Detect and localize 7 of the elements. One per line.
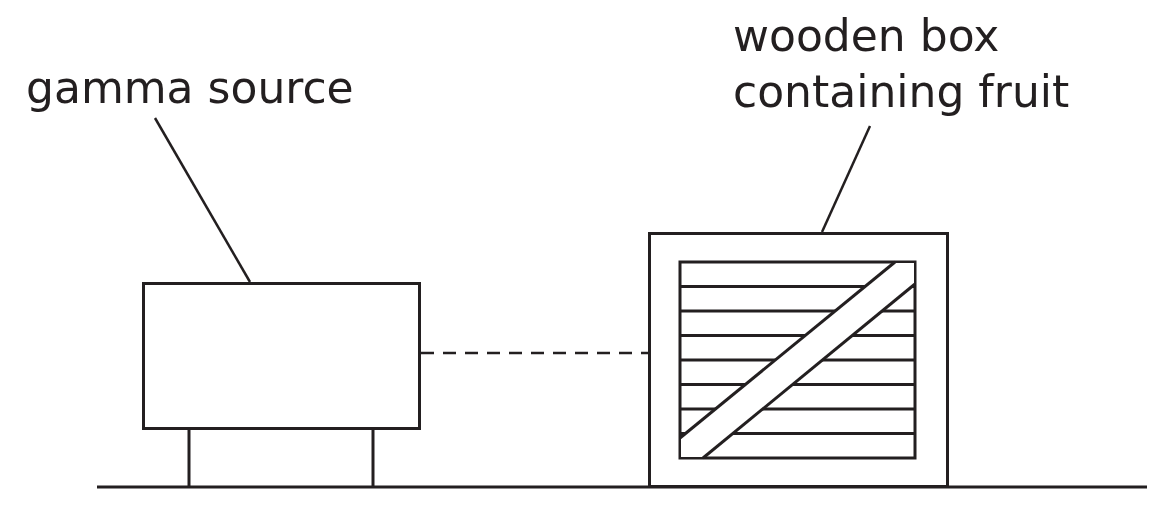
leader-line — [820, 125, 872, 233]
gamma-source-drawing — [142, 282, 421, 488]
leader-line — [153, 117, 252, 283]
wooden-crate-drawing — [648, 232, 949, 488]
label-text: gamma source — [26, 60, 386, 116]
dashed-line — [421, 351, 648, 355]
label-text: wooden box containing fruit — [733, 8, 1078, 120]
